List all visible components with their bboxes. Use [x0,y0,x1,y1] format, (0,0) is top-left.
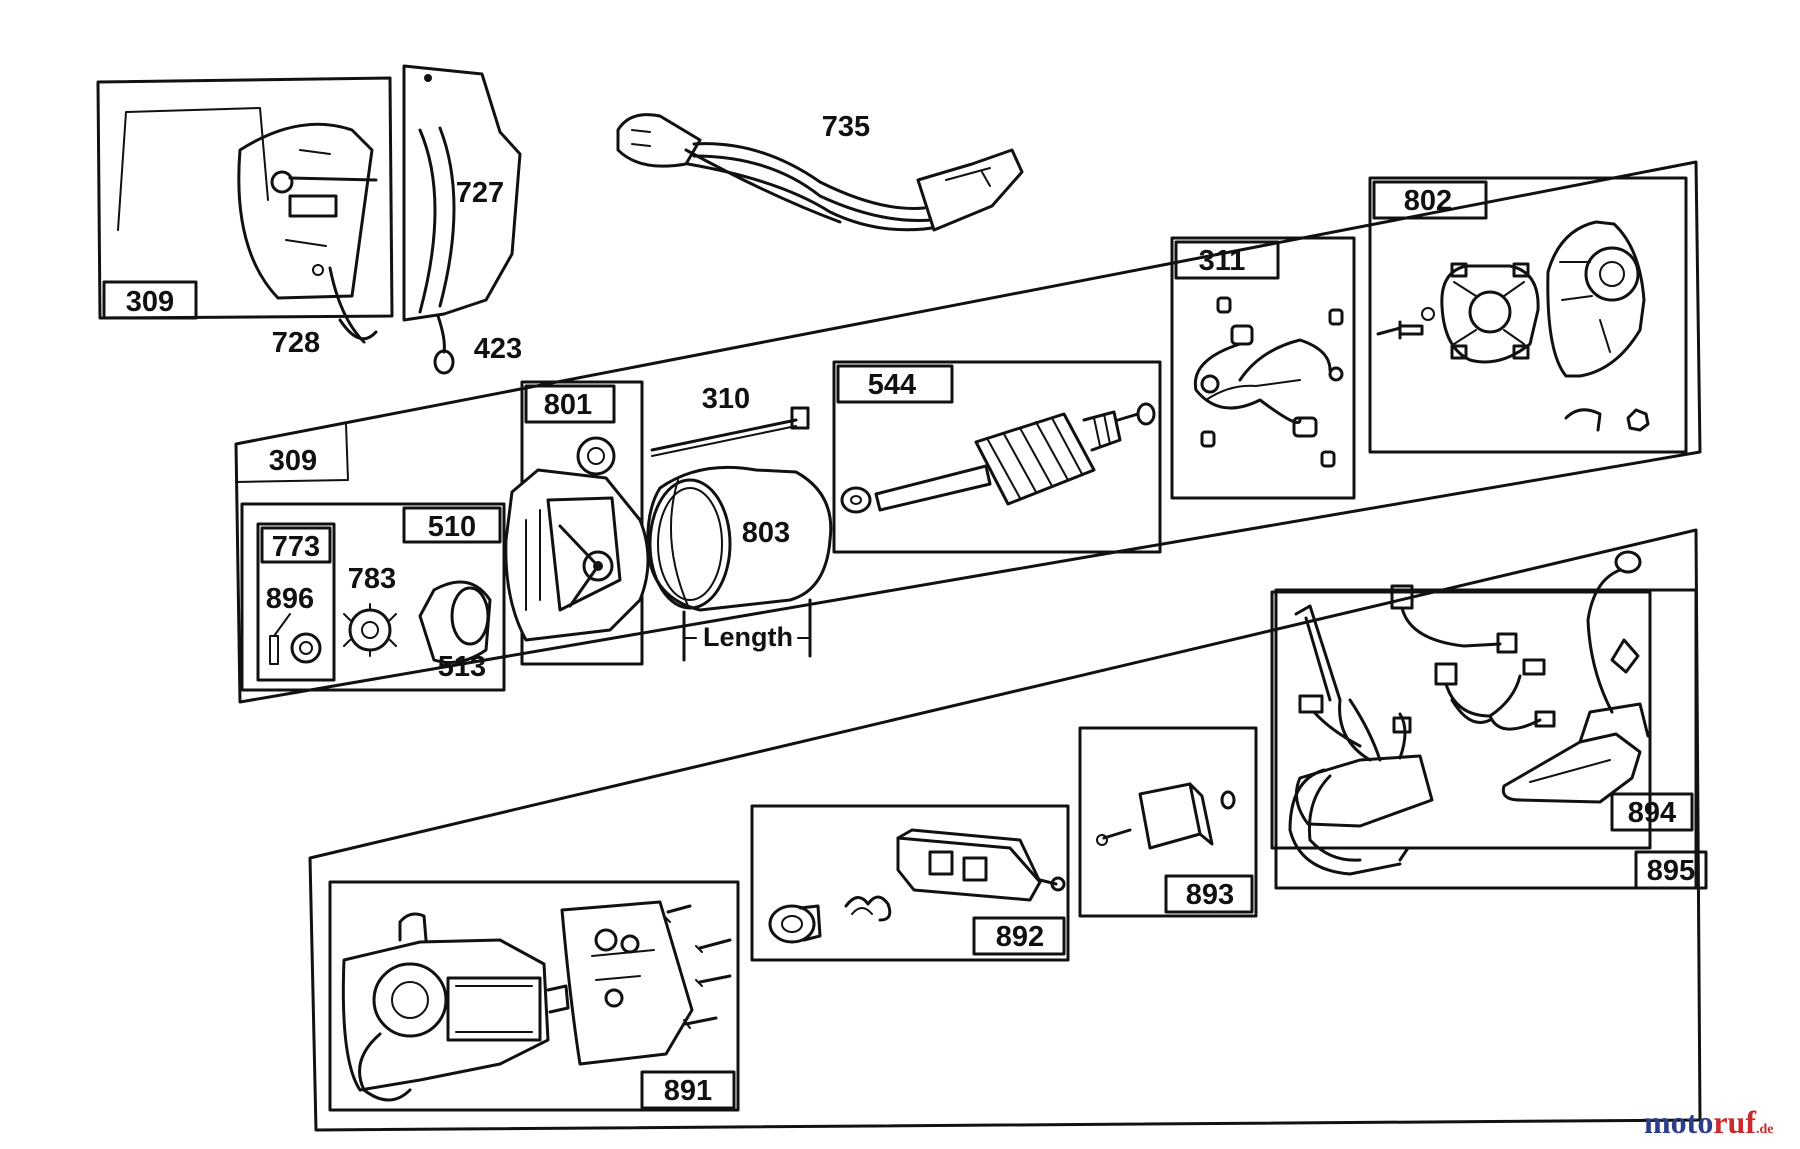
band-starter-motor: 309 510 773 896 783 513 801 [234,160,1702,704]
label-894: 894 [1628,797,1676,829]
label-544: 544 [868,369,916,401]
label-803: 803 [742,517,790,549]
label-783: 783 [348,563,396,595]
band-solenoid-wiring: 891 892 893 [308,528,1708,1132]
label-309-mid: 309 [269,445,317,477]
label-309-top: 309 [126,286,174,318]
label-895: 895 [1647,855,1695,887]
label-802: 802 [1404,185,1452,217]
label-892: 892 [996,921,1044,953]
label-896: 896 [266,583,314,615]
watermark-part-3: .de [1755,1122,1774,1137]
label-length: Length [703,622,793,652]
watermark-part-1: moto [1644,1104,1714,1140]
label-735: 735 [822,111,870,143]
watermark-part-2: ruf [1713,1104,1756,1140]
label-728: 728 [272,327,320,359]
label-423: 423 [474,333,522,365]
watermark-logo: motoruf.de [1644,1104,1773,1141]
label-310: 310 [702,383,750,415]
label-510: 510 [428,511,476,543]
label-727: 727 [456,177,504,209]
label-773: 773 [272,531,320,563]
assembly-309-top: 309 727 728 423 [96,64,522,375]
label-891: 891 [664,1075,712,1107]
label-311: 311 [1199,245,1246,277]
cable-735: 735 [616,111,1024,232]
label-801: 801 [544,389,592,421]
label-513: 513 [438,651,486,683]
label-893: 893 [1186,879,1234,911]
